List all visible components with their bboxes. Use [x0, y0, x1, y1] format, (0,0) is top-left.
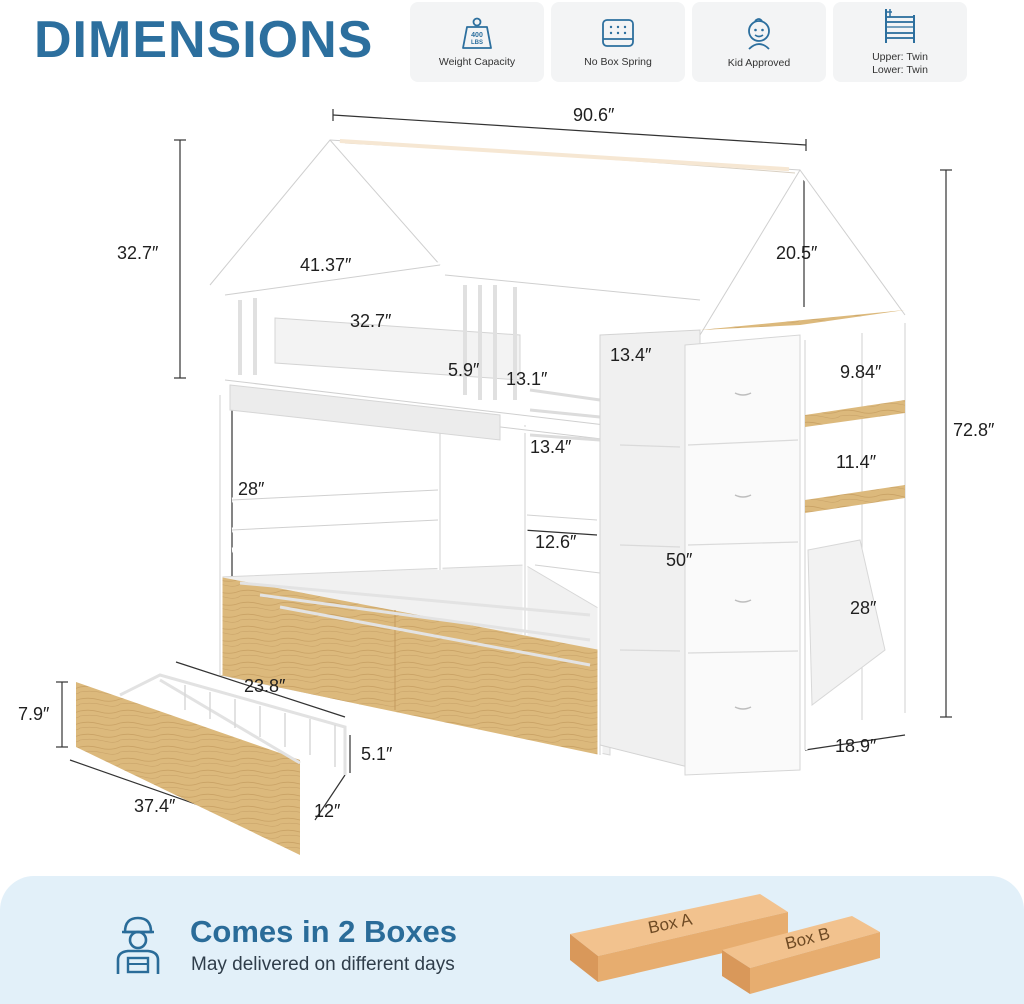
dim-overall-length: 90.6″ — [573, 105, 615, 125]
dim-upper-rail-length: 41.37″ — [300, 255, 352, 275]
page-title: DIMENSIONS — [34, 11, 374, 69]
svg-text:LBS: LBS — [471, 40, 483, 46]
weight-icon: 400 LBS — [462, 17, 492, 49]
feature-label: No Box Spring — [584, 55, 652, 68]
mattress-icon — [602, 18, 634, 47]
svg-text:400: 400 — [471, 32, 483, 39]
dim-shelf-gap-middle: 11.4″ — [836, 452, 877, 472]
dim-shelf-width: 18.9″ — [835, 736, 877, 756]
dim-guard-panel-height: 5.9″ — [448, 360, 480, 380]
bed-diagram: 90.6″ 32.7″ 41.37″ 32.7″ 5.9″ 13.1″ 13.4… — [0, 95, 1024, 875]
feature-label-upper: Upper: Twin — [872, 51, 928, 63]
delivery-note: May delivered on different days — [191, 954, 455, 975]
dim-step-width: 12.6″ — [535, 532, 577, 552]
dim-drawer-basket-height: 5.1″ — [361, 744, 393, 764]
dim-ladder-gap-width: 13.4″ — [530, 437, 572, 457]
feature-weight-capacity: 400 LBS Weight Capacity — [410, 2, 544, 82]
dim-shelf-roof-height: 20.5″ — [776, 243, 818, 263]
kid-icon — [748, 17, 770, 50]
dim-overall-height: 72.8″ — [953, 420, 995, 440]
dim-drawer-height: 7.9″ — [18, 704, 50, 724]
feature-label: Weight Capacity — [438, 55, 516, 68]
dim-drawer-inner-width: 23.8″ — [244, 676, 286, 696]
dim-under-bunk-clearance: 28″ — [238, 479, 265, 499]
boxes-headline: Comes in 2 Boxes — [190, 914, 458, 949]
dim-cabinet-depth: 13.4″ — [610, 345, 652, 365]
bunk-bed-icon — [885, 9, 915, 43]
feature-bed-size: Upper: Twin Lower: Twin — [833, 2, 967, 82]
dim-shelf-gap-bottom: 28″ — [850, 598, 877, 618]
dim-roof-height: 32.7″ — [117, 243, 159, 263]
feature-kid-approved: Kid Approved — [692, 2, 826, 82]
delivery-worker-icon — [116, 916, 160, 974]
feature-badges: 400 LBS Weight Capacity No Box Spring Ki… — [410, 2, 967, 82]
shipping-footer: Comes in 2 Boxes May delivered on differ… — [0, 876, 1024, 1004]
dim-guard-panel-length: 32.7″ — [350, 311, 392, 331]
feature-label: Kid Approved — [727, 56, 791, 69]
feature-label-lower: Lower: Twin — [872, 64, 928, 76]
box-b-illustration — [722, 916, 880, 994]
dim-drawer-length: 37.4″ — [134, 796, 176, 816]
dim-drawer-depth: 12″ — [314, 801, 341, 821]
feature-no-box-spring: No Box Spring — [551, 2, 685, 82]
dim-ladder-rail-height: 13.1″ — [506, 369, 548, 389]
dim-shelf-gap-top: 9.84″ — [840, 362, 882, 382]
bed-illustration — [56, 109, 952, 855]
dim-cabinet-height: 50″ — [666, 550, 693, 570]
box-a-illustration — [570, 894, 788, 982]
